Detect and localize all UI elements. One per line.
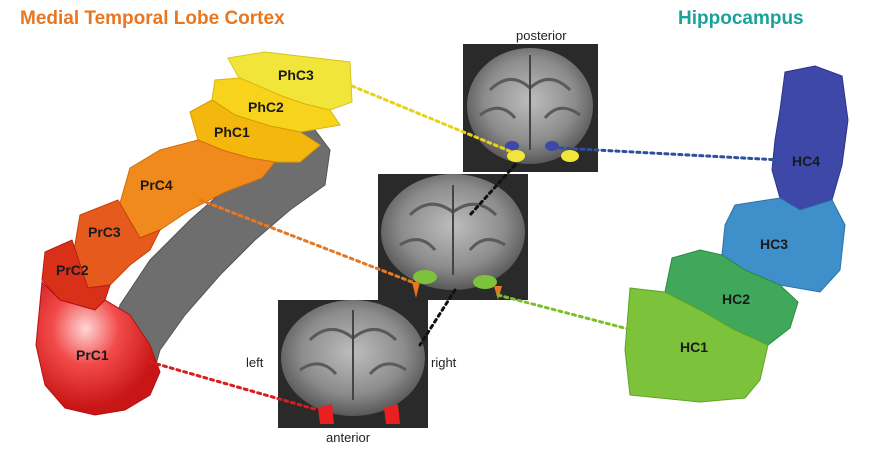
title-hippocampus: Hippocampus [678,8,804,29]
connectors [148,84,782,412]
label-hc3: HC3 [760,236,788,252]
label-anterior: anterior [326,430,371,445]
label-posterior: posterior [516,28,567,43]
posterior-phc-blob-right [561,150,579,162]
label-right: right [431,355,457,370]
label-left: left [246,355,264,370]
cortex-model [35,51,353,416]
connector-phc3 [350,84,514,154]
middle-hc-blob-left [413,270,437,284]
region-prc1-shape [35,280,161,416]
anterior-prc-blob-right [384,404,400,424]
connector-prc1 [148,360,320,412]
connector-hc1 [496,293,634,332]
connector-hc4 [558,146,782,162]
label-hc4: HC4 [792,153,820,169]
label-phc3: PhC3 [278,67,314,83]
region-hc4-shape [771,65,849,211]
label-phc2: PhC2 [248,99,284,115]
label-hc2: HC2 [722,291,750,307]
connector-slice-middle-anterior [418,288,457,347]
label-prc3: PrC3 [88,224,121,240]
label-prc4: PrC4 [140,177,173,193]
mri-slice-middle [378,174,528,300]
connector-prc4 [198,198,414,284]
posterior-hc4-blob-right [545,141,559,151]
hippocampus-labels: HC4 HC3 HC2 HC1 [680,153,820,355]
label-prc2: PrC2 [56,262,89,278]
middle-hc-blob-right [473,275,497,289]
anterior-prc-blob-left [318,404,334,424]
posterior-hc4-blob-left [505,141,519,151]
middle-prc-arrow-right [494,286,502,300]
middle-prc-arrow-left [412,282,420,298]
posterior-phc-blob-left [507,150,525,162]
label-prc1: PrC1 [76,347,109,363]
hippocampus-model [624,65,849,403]
mri-slice-anterior [278,300,428,428]
connector-slice-posterior-middle [468,163,517,217]
mri-slice-posterior [463,44,598,172]
label-phc1: PhC1 [214,124,250,140]
label-hc1: HC1 [680,339,708,355]
cortex-labels: PhC3 PhC2 PhC1 PrC4 PrC3 PrC2 PrC1 [56,67,314,363]
region-hc3-shape [721,197,846,293]
region-hc1-shape [624,287,769,403]
title-medial-temporal-lobe-cortex: Medial Temporal Lobe Cortex [20,8,285,29]
